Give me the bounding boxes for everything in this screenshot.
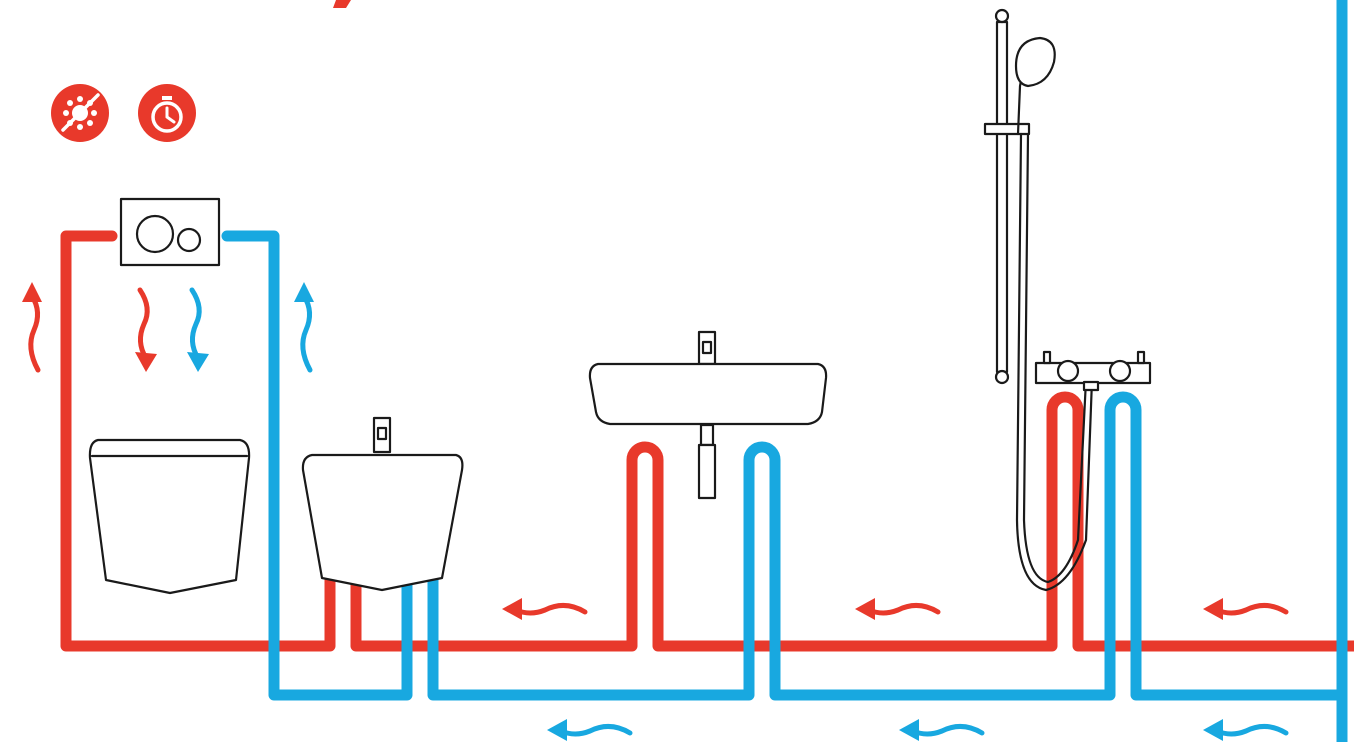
bidet — [301, 416, 464, 592]
cold-flow-arrow — [899, 719, 985, 741]
flush-plate — [119, 197, 221, 267]
hot-flow-arrow — [1203, 598, 1289, 620]
hot-falling-arrow — [135, 287, 157, 372]
shower — [983, 8, 1152, 592]
cropped-title-fragment — [333, 0, 351, 8]
stopwatch-icon — [138, 84, 196, 142]
anti-bacterial-icon — [51, 84, 109, 142]
cold-flow-arrow — [547, 719, 633, 741]
hot-rising-arrow-left — [22, 282, 42, 373]
cold-rising-arrow — [294, 282, 314, 373]
hot-flow-arrow — [855, 598, 941, 620]
wall-hung-toilet — [88, 438, 251, 595]
cold-falling-arrow — [187, 287, 209, 372]
hot-flow-arrow — [502, 598, 588, 620]
washbasin — [588, 330, 828, 500]
cold-flow-arrow — [1203, 719, 1289, 741]
